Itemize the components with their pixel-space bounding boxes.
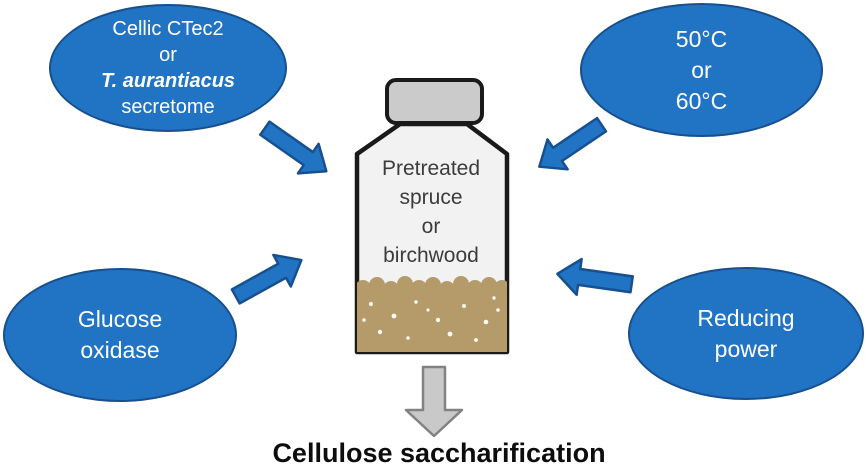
node-line: Glucose [77,306,163,332]
node-temperature-label: 50°C or 60°C [676,24,727,117]
node-line: secretome [121,96,215,118]
bottle-graphic [354,78,510,355]
node-temperature: 50°C or 60°C [580,3,823,137]
node-line: or [691,56,712,83]
node-enzyme-source-label: Cellic CTec2 or T. aurantiacus secretome [101,16,235,120]
node-line: Cellic CTec2 [112,18,224,40]
gray-arrow-down-icon [404,365,464,438]
bottle-label: Pretreated spruce or birchwood [381,157,481,267]
blue-arrow-down-right-icon [259,120,328,175]
node-glucose-oxidase-label: Glucose oxidase [78,304,162,366]
node-line-italic: T. aurantiacus [100,70,236,92]
node-reducing-power: Reducing power [628,267,864,400]
blue-arrow-left-icon [556,257,634,296]
node-line: oxidase [80,337,160,363]
node-reducing-power-label: Reducing power [697,303,794,365]
node-line: 60°C [675,87,728,114]
bottle-cap [385,78,484,125]
node-line: or [159,44,177,66]
node-line: power [714,335,778,362]
bottle-sediment [357,276,507,352]
node-line: 50°C [675,25,728,52]
caption: Cellulose saccharification [272,438,606,468]
blue-arrow-up-right-icon [230,253,303,305]
node-glucose-oxidase: Glucose oxidase [3,268,237,402]
node-line: Reducing [697,304,795,331]
blue-arrow-down-left-icon [538,116,608,171]
node-enzyme-source: Cellic CTec2 or T. aurantiacus secretome [49,4,287,132]
